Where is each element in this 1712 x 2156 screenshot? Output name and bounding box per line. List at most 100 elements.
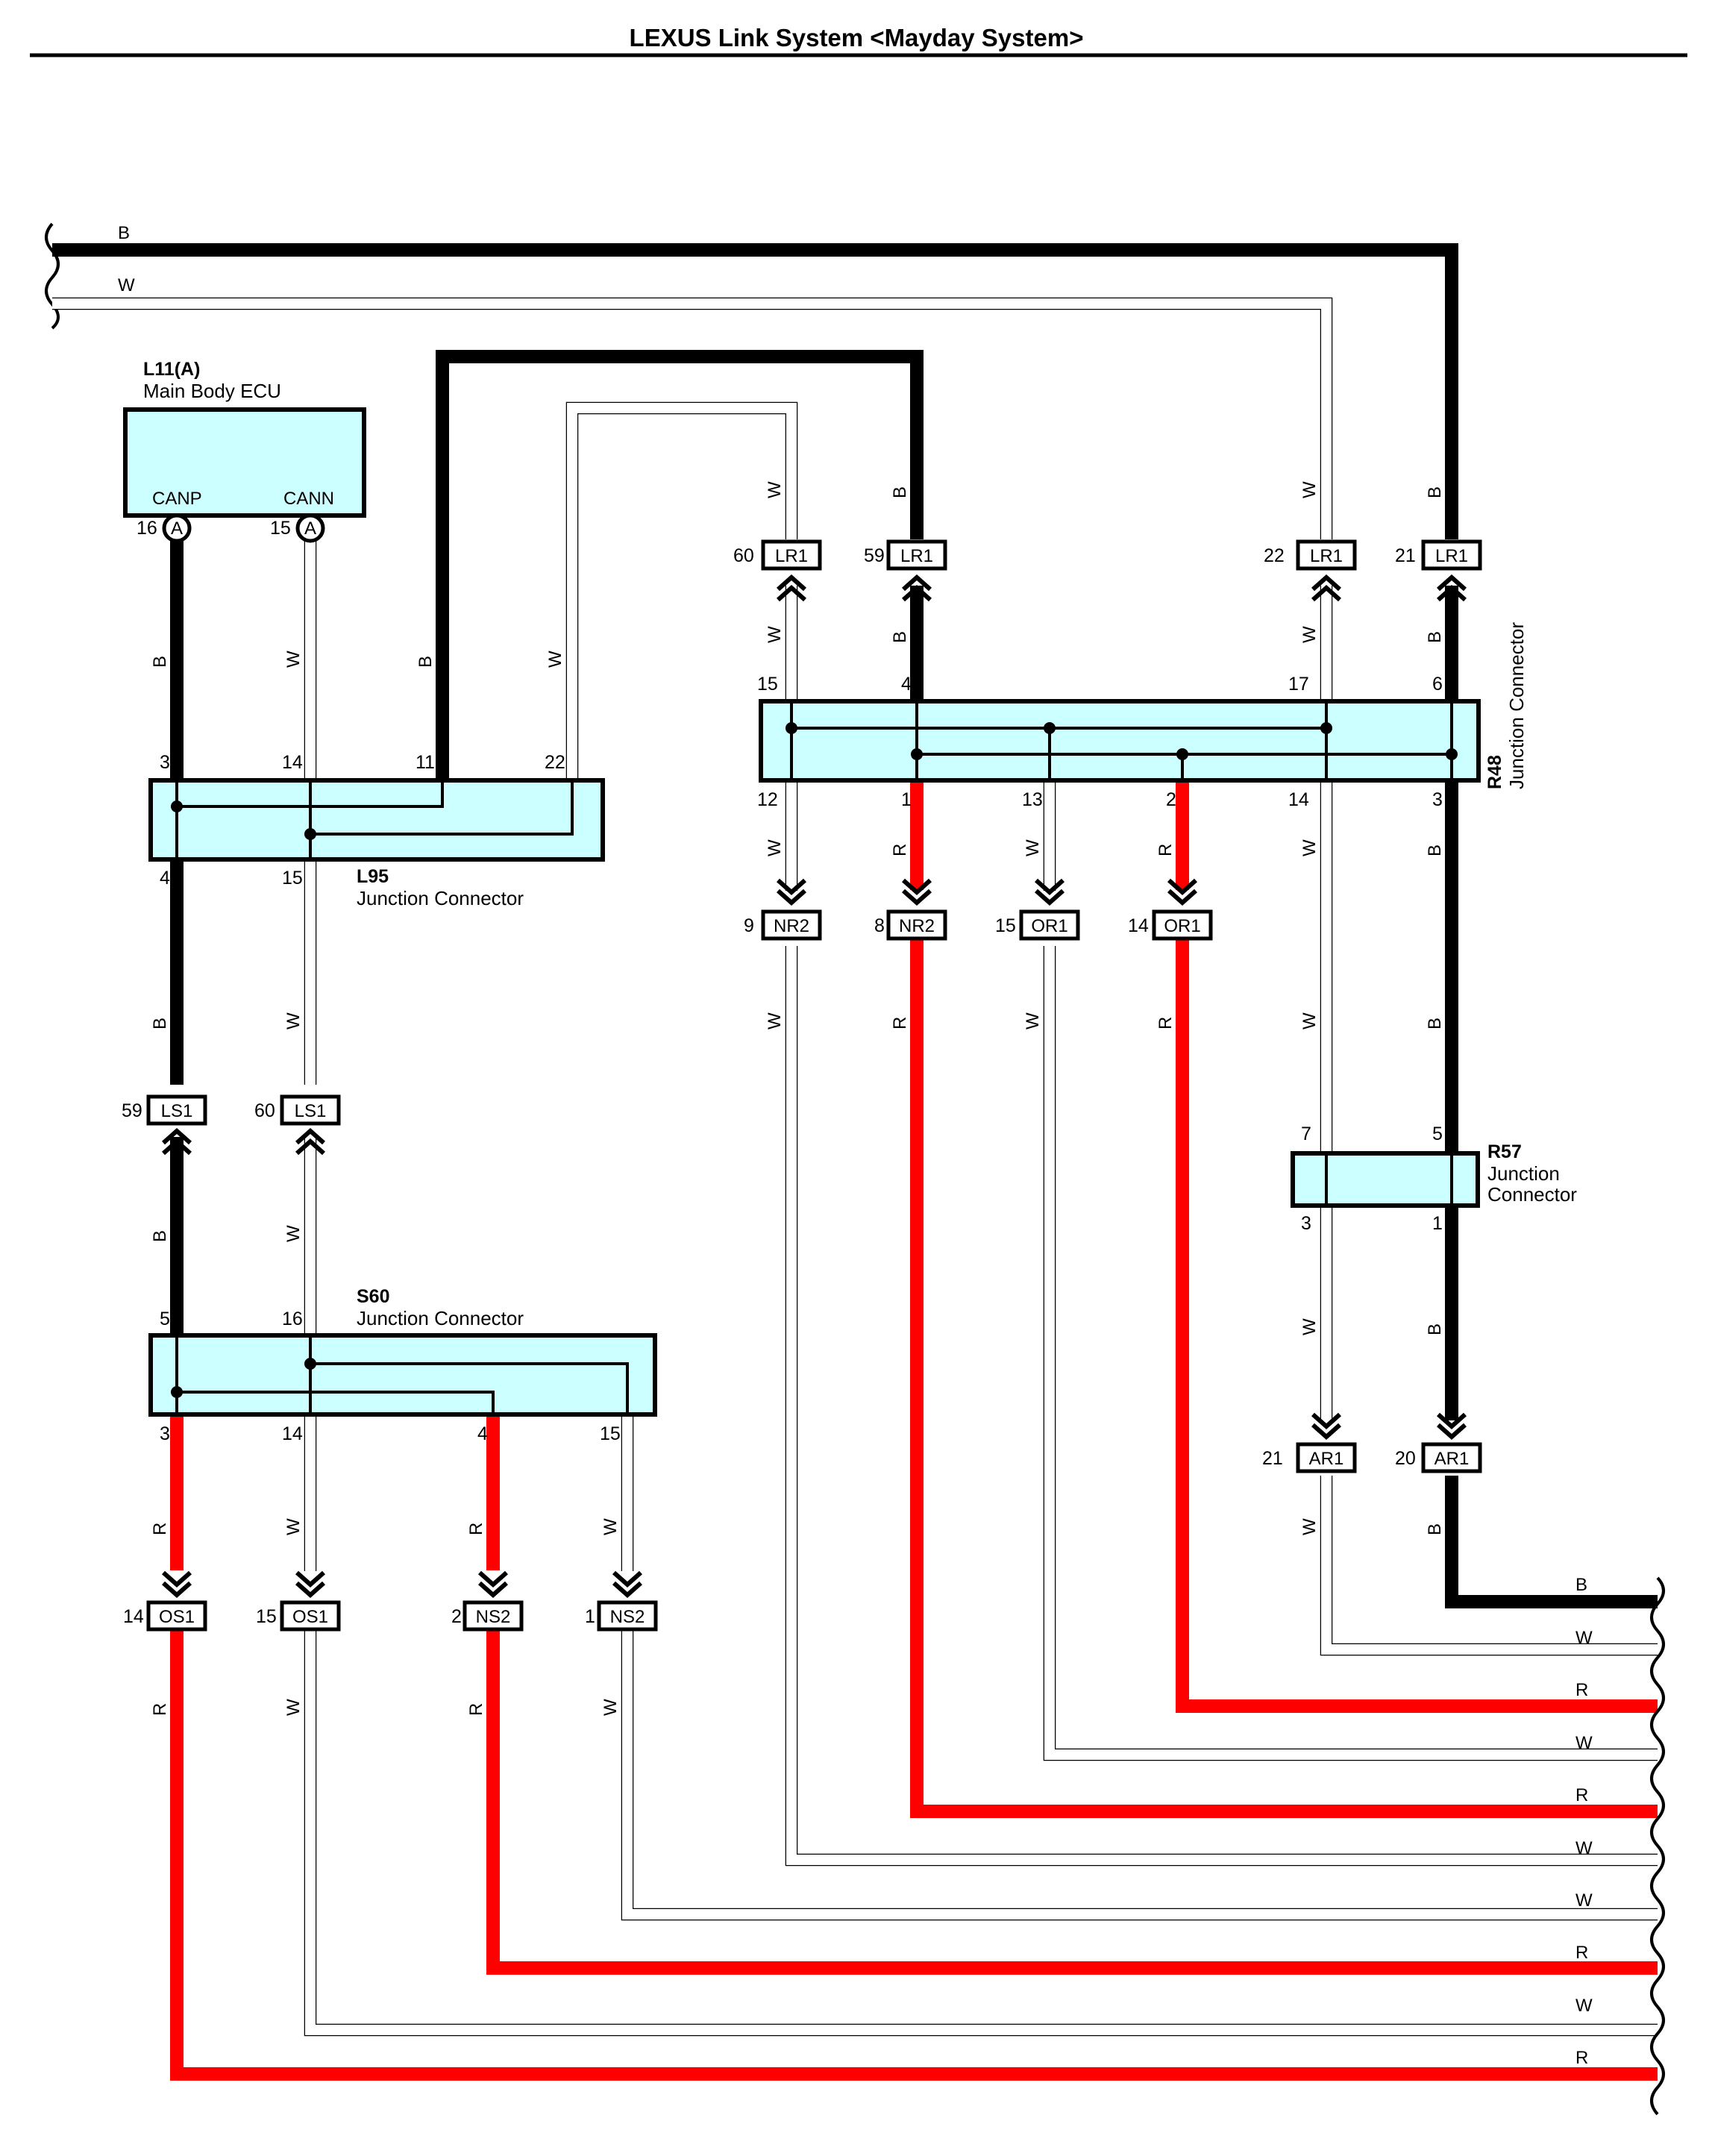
wire-color-codes: B W B W R W R W W R W R B W B W W B W B … (118, 223, 1593, 2068)
svg-text:3: 3 (160, 1423, 170, 1444)
svg-text:6: 6 (1432, 674, 1443, 695)
svg-text:R: R (1156, 1017, 1176, 1030)
svg-text:W: W (1299, 839, 1320, 856)
svg-text:W: W (601, 1699, 621, 1716)
svg-text:OR1: OR1 (1031, 916, 1067, 936)
svg-text:3: 3 (160, 752, 170, 773)
svg-text:W: W (283, 1012, 304, 1030)
pin-numbers: 15 4 17 6 12 1 13 2 14 3 3 14 11 22 4 15… (160, 674, 1443, 1444)
svg-text:B: B (118, 223, 130, 243)
svg-text:B: B (416, 656, 436, 668)
svg-text:2: 2 (451, 1606, 462, 1627)
connector-ar1-20: AR1 20 (1395, 1412, 1482, 1473)
svg-text:OS1: OS1 (159, 1607, 195, 1627)
svg-text:W: W (283, 1518, 304, 1535)
svg-text:3: 3 (1301, 1213, 1311, 1234)
connector-nr2-9: NR2 9 (744, 878, 822, 941)
svg-text:W: W (765, 1012, 785, 1030)
svg-text:R: R (466, 1703, 486, 1716)
black-wire-top-bus (52, 243, 1458, 539)
svg-text:7: 7 (1301, 1124, 1311, 1144)
svg-text:NR2: NR2 (899, 916, 935, 936)
black-wire-l95-11-to-lr1-59 (436, 350, 924, 780)
svg-text:A: A (304, 518, 316, 539)
svg-text:60: 60 (733, 545, 754, 566)
svg-text:Connector: Connector (1487, 1183, 1577, 1206)
connector-nr2-8: NR2 8 (874, 878, 947, 941)
svg-text:LR1: LR1 (775, 546, 808, 566)
svg-text:1: 1 (901, 789, 912, 810)
svg-text:W: W (765, 481, 785, 498)
svg-text:OR1: OR1 (1164, 916, 1200, 936)
svg-text:5: 5 (1432, 1124, 1443, 1144)
svg-text:15: 15 (757, 674, 778, 695)
svg-text:W: W (1023, 839, 1043, 856)
svg-text:B: B (150, 1230, 170, 1242)
svg-text:R: R (1575, 1680, 1588, 1700)
break-mark-right (1650, 1576, 1665, 2116)
svg-text:16: 16 (282, 1309, 303, 1329)
svg-text:B: B (1425, 844, 1445, 856)
svg-text:14: 14 (1288, 789, 1309, 810)
svg-text:W: W (765, 626, 785, 643)
connector-ar1-21: AR1 21 (1262, 1412, 1357, 1473)
svg-text:W: W (1299, 626, 1320, 643)
svg-text:11: 11 (416, 752, 435, 773)
junction-connector-r57: R57 Junction Connector (1291, 1141, 1577, 1208)
svg-text:1: 1 (585, 1606, 595, 1627)
svg-text:3: 3 (1432, 789, 1443, 810)
svg-text:W: W (1575, 1890, 1593, 1911)
junction-connector-r48: R48 Junction Connector (759, 622, 1528, 789)
svg-text:R: R (890, 844, 910, 856)
svg-text:B: B (1425, 631, 1445, 643)
svg-text:NS2: NS2 (476, 1607, 511, 1627)
svg-text:14: 14 (123, 1606, 144, 1627)
connector-lr1-22: LR1 22 (1264, 539, 1357, 602)
junction-connector-s60: S60 Junction Connector (148, 1286, 657, 1417)
red-wire-nr2-8-out (910, 931, 1658, 1818)
svg-text:21: 21 (1262, 1448, 1283, 1469)
svg-text:60: 60 (254, 1100, 275, 1121)
svg-text:B: B (890, 486, 910, 498)
svg-text:R: R (1575, 2048, 1588, 2068)
svg-text:R: R (466, 1523, 486, 1535)
svg-text:15: 15 (995, 915, 1016, 936)
svg-text:W: W (1575, 1628, 1593, 1648)
svg-text:B: B (1425, 1523, 1445, 1535)
connector-ns2-1: NS2 1 (585, 1570, 658, 1632)
svg-text:4: 4 (160, 868, 170, 889)
svg-text:21: 21 (1395, 545, 1416, 566)
svg-text:14: 14 (282, 1423, 303, 1444)
svg-text:Junction Connector: Junction Connector (357, 1307, 524, 1329)
svg-text:14: 14 (1128, 915, 1149, 936)
svg-text:R: R (890, 1017, 910, 1030)
svg-text:15: 15 (282, 868, 303, 889)
svg-text:2: 2 (1166, 789, 1176, 810)
svg-text:LS1: LS1 (295, 1101, 327, 1121)
svg-text:W: W (118, 275, 135, 295)
svg-text:W: W (1575, 1838, 1593, 1858)
svg-text:B: B (150, 656, 170, 668)
svg-text:R: R (150, 1523, 170, 1535)
svg-text:W: W (1299, 1518, 1320, 1535)
svg-text:W: W (1299, 1318, 1320, 1335)
svg-text:4: 4 (477, 1423, 488, 1444)
svg-text:5: 5 (160, 1309, 170, 1329)
svg-text:W: W (601, 1518, 621, 1535)
svg-text:W: W (283, 1225, 304, 1242)
connector-ls1-59: LS1 59 (122, 1094, 207, 1156)
svg-text:17: 17 (1288, 674, 1309, 695)
svg-text:S60: S60 (357, 1286, 389, 1307)
connector-or1-14: OR1 14 (1128, 878, 1213, 941)
svg-text:4: 4 (901, 674, 912, 695)
svg-text:W: W (1575, 1733, 1593, 1753)
svg-text:R57: R57 (1487, 1141, 1522, 1162)
svg-text:Junction Connector: Junction Connector (357, 887, 524, 909)
svg-text:B: B (890, 631, 910, 643)
svg-text:R48: R48 (1484, 755, 1505, 789)
svg-text:A: A (171, 518, 183, 539)
svg-text:16: 16 (137, 518, 157, 539)
svg-text:CANN: CANN (283, 489, 334, 509)
svg-text:AR1: AR1 (1434, 1449, 1470, 1469)
